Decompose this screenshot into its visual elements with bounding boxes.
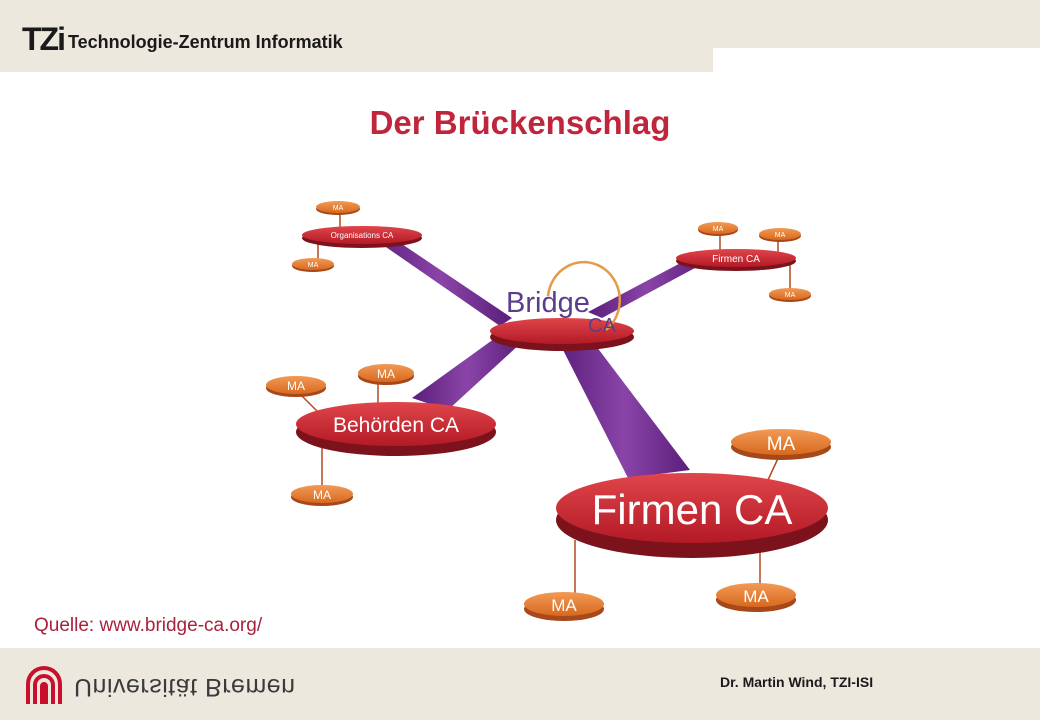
tzi-logo: TZi Technologie-Zentrum Informatik [22,22,343,56]
ma-firmen-large-2-label: MA [551,596,577,615]
link-org [370,232,512,326]
ma-firmen-small-3: MA [769,288,811,302]
ma-firmen-small-3-label: MA [785,292,796,299]
firmen-small-ca-label: Firmen CA [712,254,760,265]
link-behoerden [412,336,522,410]
firmen-large-ca-label: Firmen CA [592,486,793,533]
university-logo: Universität Bremen [24,664,296,708]
node-bridge-hub: Bridge CA [490,260,634,351]
header-notch [713,48,1040,72]
author-credit: Dr. Martin Wind, TZI-ISI [720,674,874,690]
ma-behoerden-1: MA [266,376,326,397]
ma-firmen-large-3: MA [716,583,796,612]
ma-firmen-small-2-label: MA [775,232,786,239]
ma-firmen-small-1: MA [698,222,738,236]
ma-firmen-large-3-label: MA [743,587,769,606]
ma-firmen-small-1-label: MA [713,226,724,233]
header-org-name: Technologie-Zentrum Informatik [67,31,343,52]
ma-firmen-large-2: MA [524,592,604,621]
ma-behoerden-2-label: MA [377,367,395,381]
link-firmen-large [558,338,690,478]
bridge-links [370,232,706,478]
ma-firmen-small-2: MA [759,228,801,242]
link-firmen-small [588,258,706,318]
bridge-label: Bridge [506,287,590,319]
footer-band [0,648,1040,720]
node-org: MA Organisations CA MA [292,201,422,272]
org-ca-label: Organisations CA [331,231,394,240]
ma-behoerden-3: MA [291,485,353,506]
ma-org-1-label: MA [333,205,344,212]
bridge-ring [546,260,622,331]
ma-behoerden-1-label: MA [287,379,305,393]
node-behoerden: MA MA Behörden CA MA [266,364,496,506]
ma-org-1: MA [316,201,360,215]
tzi-logo-mark: TZi [22,21,66,57]
university-name: Universität Bremen [74,672,296,701]
ma-firmen-large-1-label: MA [767,434,796,455]
ma-behoerden-3-label: MA [313,488,331,502]
slide-title: Der Brückenschlag [369,104,671,141]
ma-firmen-large-1: MA [731,429,831,460]
behoerden-ca-label: Behörden CA [333,414,459,437]
ma-org-2-label: MA [308,262,319,269]
ma-org-2: MA [292,258,334,272]
bridge-ca-label: CA [588,315,616,337]
node-firmen-small: MA MA Firmen CA MA [676,222,811,302]
source-citation: Quelle: www.bridge-ca.org/ [34,615,263,636]
ma-behoerden-2: MA [358,364,414,385]
university-seal-icon [26,666,62,704]
node-firmen-large: MA Firmen CA MA MA [524,429,831,621]
